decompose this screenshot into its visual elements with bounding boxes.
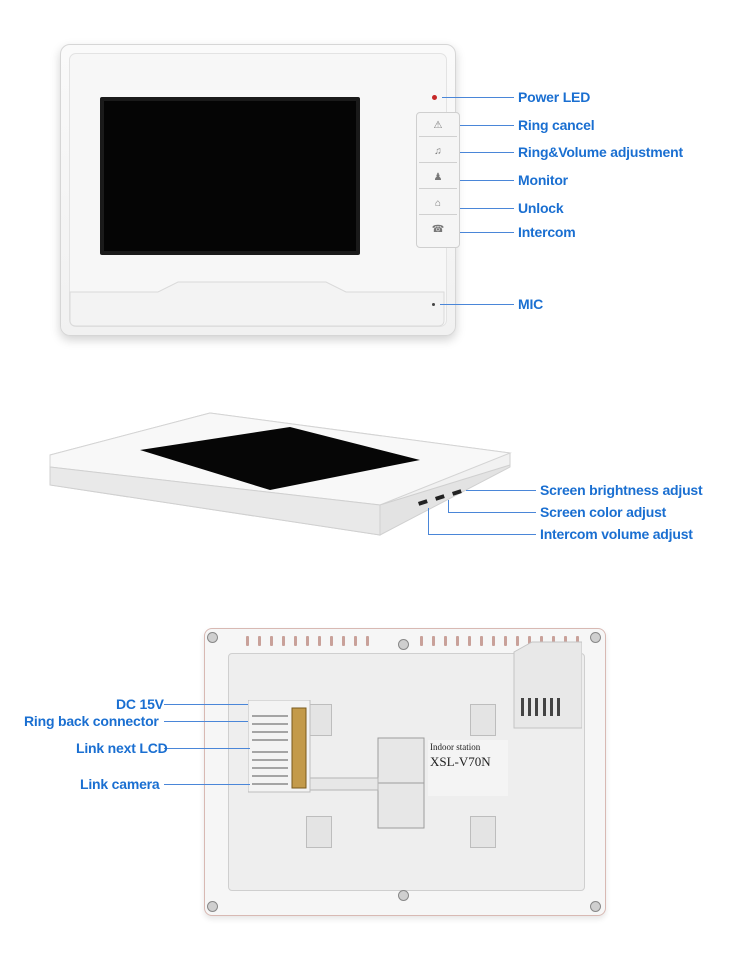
callout-line xyxy=(460,180,514,181)
key-icon: ⌂ xyxy=(434,198,442,209)
vent-slot xyxy=(294,636,297,646)
screw xyxy=(207,632,218,643)
vent-slot xyxy=(444,636,447,646)
screw xyxy=(398,890,409,901)
vent-slot xyxy=(516,636,519,646)
intercom-button[interactable]: ☎ xyxy=(419,219,457,240)
callout-line xyxy=(428,534,536,535)
callout-line xyxy=(460,125,514,126)
callout-line xyxy=(428,508,429,534)
callout-line xyxy=(164,748,250,749)
bell-cancel-icon: ⚠ xyxy=(433,120,443,131)
sticker-title: Indoor station xyxy=(430,742,481,752)
vent-slot xyxy=(306,636,309,646)
vent-slot xyxy=(552,636,555,646)
person-icon: ♟ xyxy=(433,172,443,183)
vent-slot xyxy=(540,636,543,646)
callout-line xyxy=(442,97,514,98)
vent-slot xyxy=(432,636,435,646)
callout-line xyxy=(448,500,449,512)
vent-slot xyxy=(258,636,261,646)
brightness-label: Screen brightness adjust xyxy=(540,482,703,498)
screw xyxy=(398,639,409,650)
phone-icon: ☎ xyxy=(431,224,445,235)
vent-slot xyxy=(282,636,285,646)
dc-label: DC 15V xyxy=(116,696,164,712)
vent-slot xyxy=(246,636,249,646)
color-label: Screen color adjust xyxy=(540,504,667,520)
ring-volume-label: Ring&Volume adjustment xyxy=(518,144,683,160)
ring-volume-button[interactable]: ♫ xyxy=(419,141,457,163)
ring-cancel-button[interactable]: ⚠ xyxy=(419,115,457,137)
screw xyxy=(207,901,218,912)
link-lcd-label: Link next LCD xyxy=(76,740,168,756)
vent-slot xyxy=(354,636,357,646)
unlock-label: Unlock xyxy=(518,200,564,216)
vent-slot xyxy=(576,636,579,646)
vent-slot xyxy=(456,636,459,646)
vent-slot xyxy=(564,636,567,646)
unlock-button[interactable]: ⌂ xyxy=(419,193,457,215)
vent-slot xyxy=(480,636,483,646)
mic-hole xyxy=(432,303,435,306)
speaker-grille xyxy=(513,641,582,729)
front-button-column: ⚠ ♫ ♟ ⌂ ☎ xyxy=(416,112,460,248)
screw xyxy=(590,901,601,912)
vent-slot xyxy=(342,636,345,646)
callout-line xyxy=(460,152,514,153)
vent-slot xyxy=(330,636,333,646)
callout-line xyxy=(164,784,250,785)
model-sticker: Indoor station XSL-V70N xyxy=(428,740,508,796)
callout-line xyxy=(164,721,248,722)
callout-line xyxy=(440,304,514,305)
mount-hole xyxy=(470,704,496,736)
link-camera-label: Link camera xyxy=(80,776,160,792)
monitor-label: Monitor xyxy=(518,172,568,188)
callout-line xyxy=(448,512,536,513)
callout-line xyxy=(460,208,514,209)
power-led-label: Power LED xyxy=(518,89,591,105)
intercom-volume-label: Intercom volume adjust xyxy=(540,526,693,542)
callout-line xyxy=(466,490,536,491)
vent-slot xyxy=(366,636,369,646)
power-led xyxy=(432,95,437,100)
music-note-icon: ♫ xyxy=(434,146,442,157)
vent-slot xyxy=(420,636,423,646)
front-lcd-screen xyxy=(100,97,360,255)
mic-label: MIC xyxy=(518,296,544,312)
vent-slot xyxy=(528,636,531,646)
vent-slot xyxy=(504,636,507,646)
sticker-model: XSL-V70N xyxy=(430,754,491,769)
callout-line xyxy=(460,232,514,233)
vent-slot xyxy=(492,636,495,646)
mount-hole xyxy=(470,816,496,848)
ring-back-label: Ring back connector xyxy=(24,713,159,729)
callout-line xyxy=(164,704,248,705)
vent-slot xyxy=(270,636,273,646)
front-lower-panel xyxy=(69,281,445,327)
vent-slot xyxy=(468,636,471,646)
mount-hole xyxy=(306,816,332,848)
monitor-button[interactable]: ♟ xyxy=(419,167,457,189)
intercom-label: Intercom xyxy=(518,224,576,240)
center-bracket xyxy=(303,737,425,829)
screw xyxy=(590,632,601,643)
ring-cancel-label: Ring cancel xyxy=(518,117,595,133)
vent-slot xyxy=(318,636,321,646)
connector-block xyxy=(248,700,311,793)
side-device-illustration xyxy=(49,412,512,536)
